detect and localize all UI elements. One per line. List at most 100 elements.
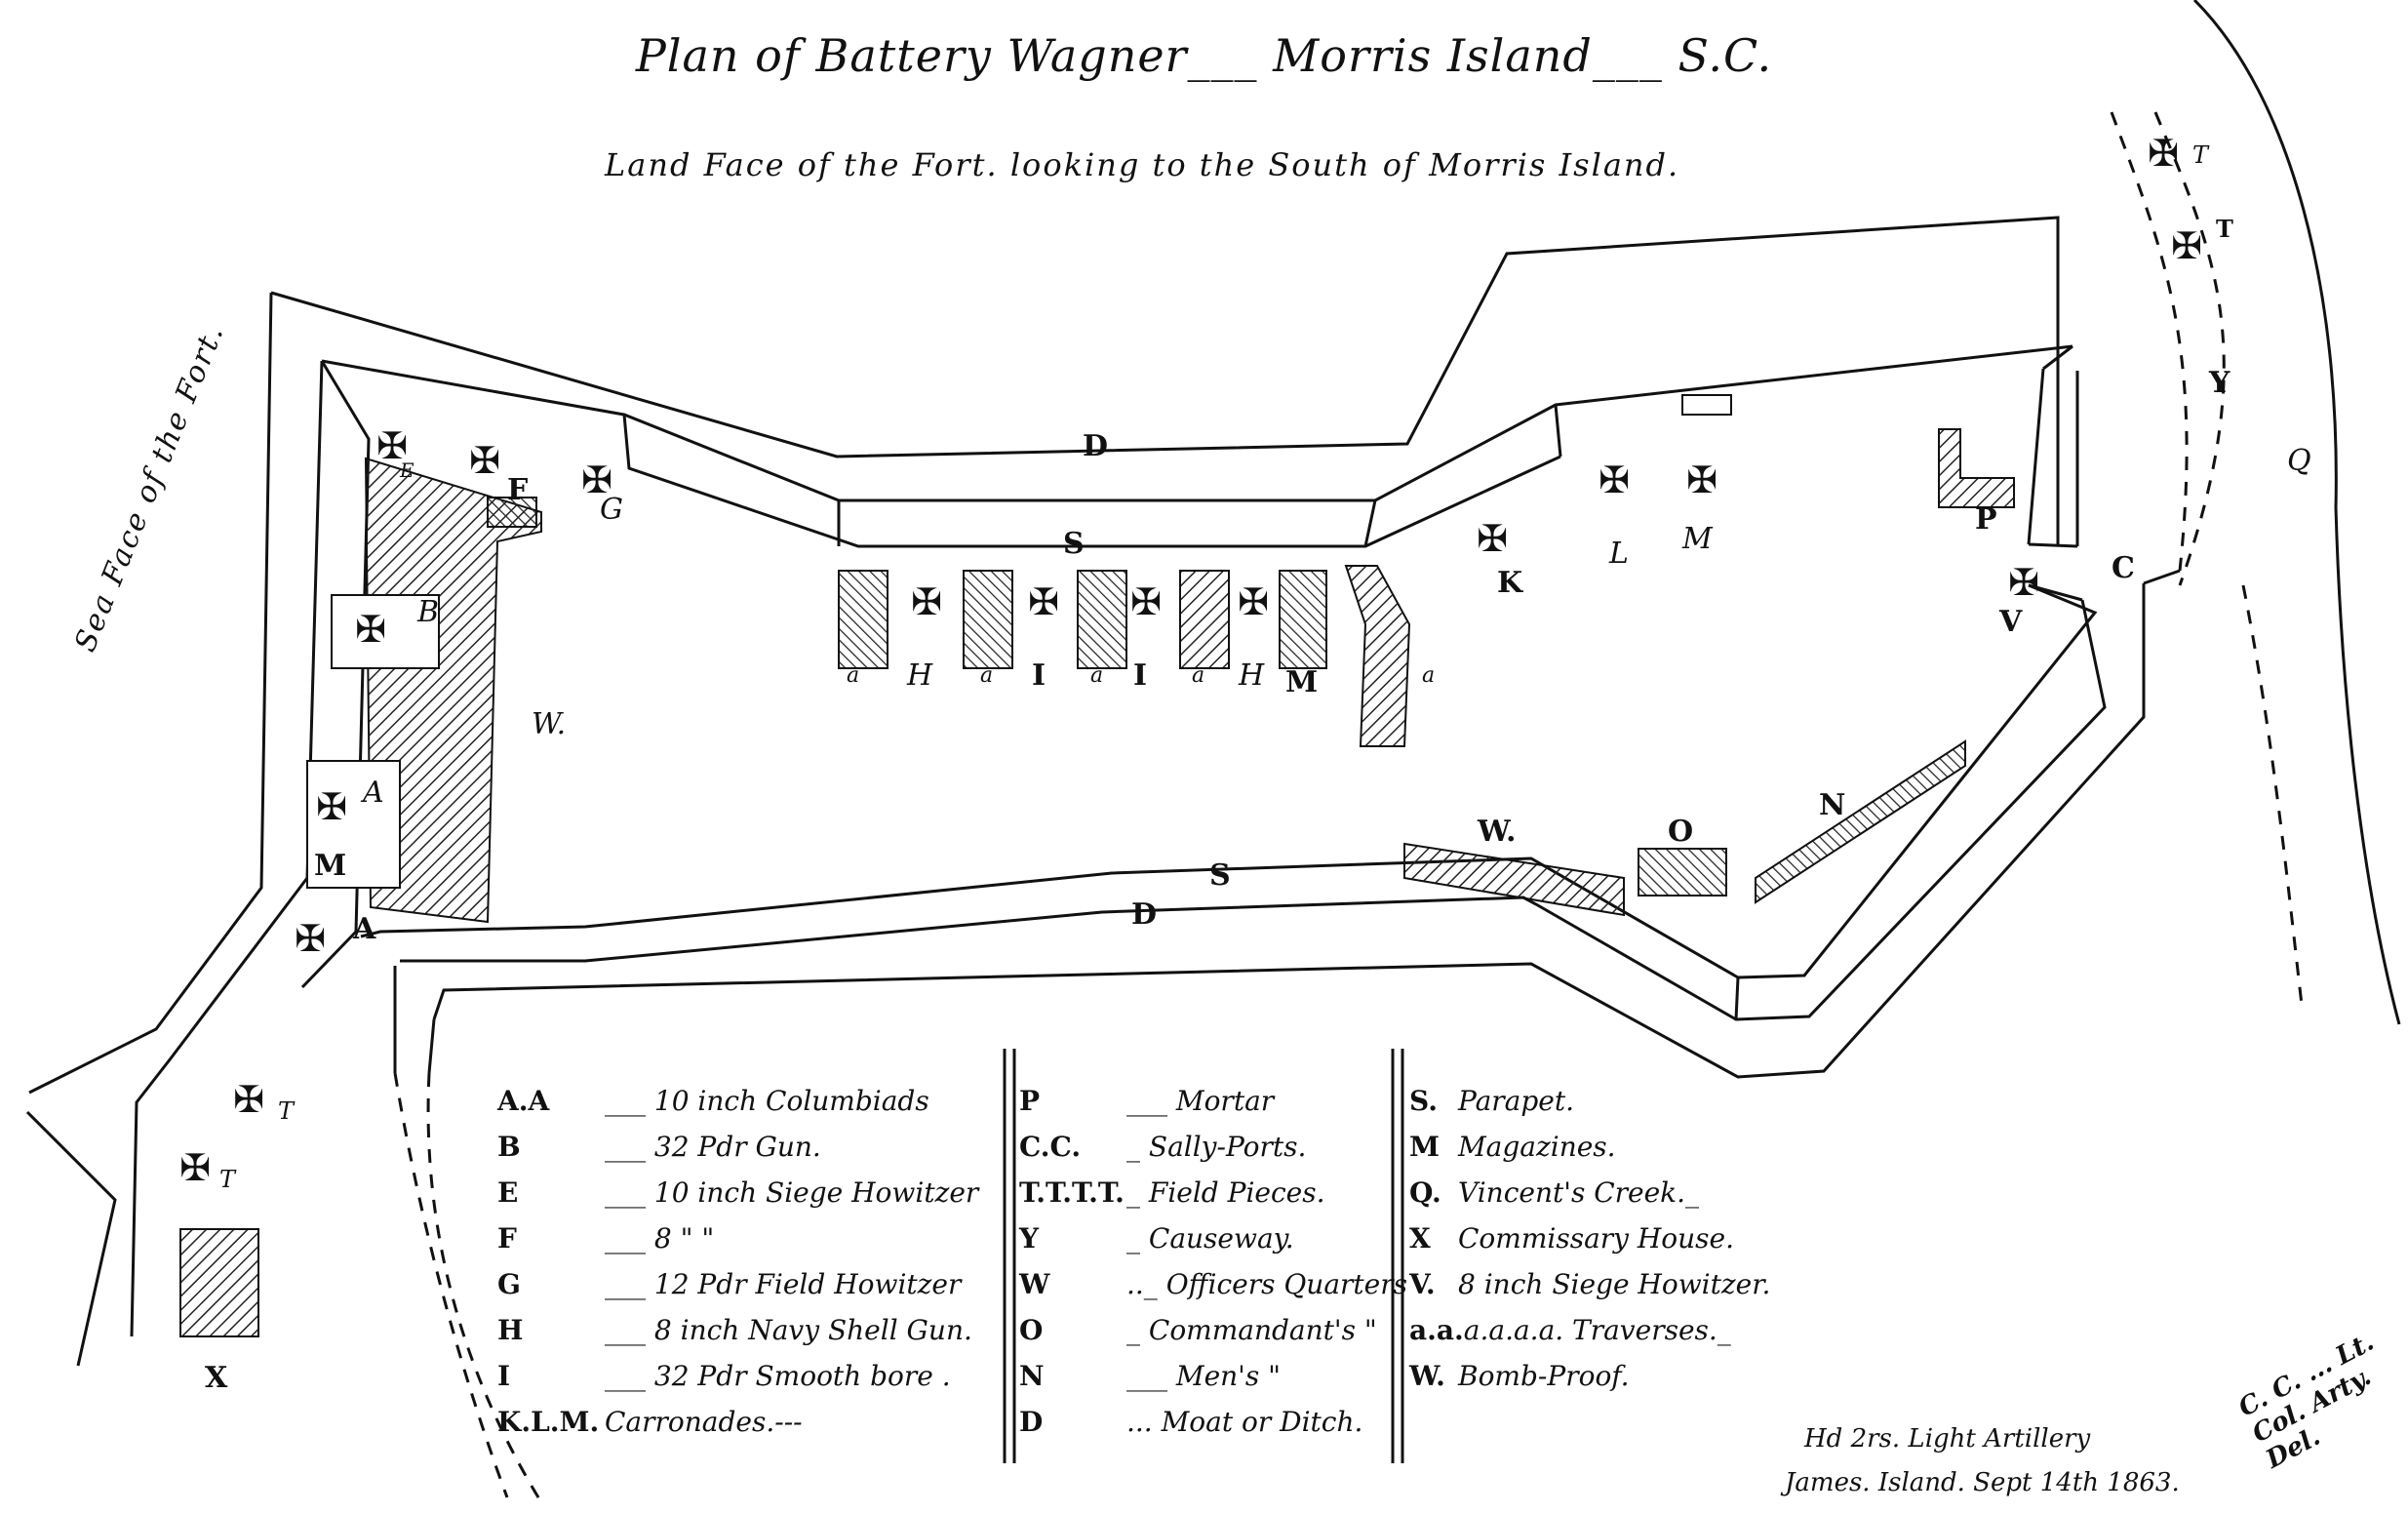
legend-key: E — [497, 1176, 519, 1209]
label-carronade-m: M — [1682, 522, 1713, 556]
legend-row: P ___ Mortar — [1019, 1078, 1407, 1124]
svg-text:✠: ✠ — [1130, 580, 1162, 623]
legend-key: a.a. — [1409, 1314, 1464, 1346]
label-g: G — [600, 493, 623, 527]
legend-key: B — [497, 1131, 521, 1163]
legend-key: O — [1019, 1314, 1044, 1346]
label-row-a4: a — [1192, 663, 1205, 688]
legend-key: Y — [1019, 1222, 1039, 1255]
legend-text: _ Causeway. — [1126, 1222, 1294, 1255]
label-carronade-l: L — [1609, 537, 1629, 571]
svg-text:✠: ✠ — [179, 1146, 211, 1189]
legend-row: K.L.M.Carronades.--- — [497, 1399, 978, 1445]
legend-text: ___ 32 Pdr Smooth bore . — [605, 1360, 951, 1392]
label-row-h2: H — [1239, 658, 1265, 693]
legend-text: Bomb-Proof. — [1458, 1360, 1630, 1392]
label-a-upper: A — [363, 776, 384, 810]
legend-row: D... Moat or Ditch. — [1019, 1399, 1407, 1445]
legend-text: Magazines. — [1458, 1131, 1616, 1163]
legend-text: ___ 8 " " — [605, 1222, 715, 1255]
svg-text:✠: ✠ — [469, 439, 500, 482]
label-a-lower: A — [353, 912, 376, 946]
svg-text:✠: ✠ — [2148, 132, 2179, 175]
svg-text:✠: ✠ — [2008, 561, 2039, 604]
legend-key: S. — [1409, 1085, 1438, 1117]
legend-text: _ Sally-Ports. — [1126, 1131, 1307, 1163]
legend-text: ___ Men's " — [1126, 1360, 1282, 1392]
legend-row: O _ Commandant's " — [1019, 1307, 1407, 1353]
map-subtitle: Land Face of the Fort. looking to the So… — [605, 146, 1680, 183]
legend-key: C.C. — [1019, 1131, 1082, 1163]
legend-text: ___ Mortar — [1126, 1085, 1275, 1117]
svg-text:✠: ✠ — [233, 1078, 264, 1121]
legend-text: _ Field Pieces. — [1126, 1176, 1325, 1209]
legend-text: 8 inch Siege Howitzer. — [1458, 1268, 1771, 1300]
legend-key: W. — [1409, 1360, 1445, 1392]
label-row-h1: H — [907, 658, 933, 693]
svg-text:✠: ✠ — [1238, 580, 1269, 623]
svg-text:✠: ✠ — [355, 608, 386, 651]
label-t3: T — [278, 1097, 295, 1125]
svg-text:✠: ✠ — [1477, 517, 1508, 560]
legend-text: ___ 8 inch Navy Shell Gun. — [605, 1314, 972, 1346]
label-parapet-bottom: S — [1209, 858, 1231, 893]
moat-outer-line — [25, 216, 2146, 1367]
label-officers-quarters: W. — [1478, 815, 1517, 849]
legend-row: G___ 12 Pdr Field Howitzer — [497, 1261, 978, 1307]
svg-text:✠: ✠ — [316, 785, 347, 828]
vincents-creek-bank — [2192, 0, 2401, 1025]
legend-text: Carronades.--- — [605, 1406, 803, 1438]
legend-row: H___ 8 inch Navy Shell Gun. — [497, 1307, 978, 1353]
label-magazine-left: M — [314, 849, 347, 883]
svg-text:✠: ✠ — [295, 917, 326, 960]
label-t4: T — [219, 1166, 236, 1193]
label-parapet-top: S — [1063, 527, 1085, 561]
gun-symbols: ✠✠✠ ✠✠✠ ✠✠✠✠ ✠✠✠ ✠✠✠ ✠✠ — [179, 132, 2202, 1189]
legend-key: V. — [1409, 1268, 1436, 1300]
legend-row: N___ Men's " — [1019, 1353, 1407, 1399]
svg-text:✠: ✠ — [376, 424, 408, 467]
label-causeway: Y — [2209, 366, 2230, 400]
legend-row: W. Bomb-Proof. — [1409, 1353, 1770, 1399]
legend-text: Vincent's Creek._ — [1458, 1176, 1700, 1209]
legend-key: T.T.T.T. — [1019, 1176, 1125, 1209]
legend-row: a.a.a.a.a.a. Traverses._ — [1409, 1307, 1770, 1353]
credit-date: James. Island. Sept 14th 1863. — [1785, 1468, 2180, 1497]
legend-text: _ Commandant's " — [1126, 1314, 1377, 1346]
legend-column-2: P___ Mortar C.C._ Sally-Ports. T.T.T.T._… — [1019, 1078, 1407, 1445]
legend-text: ___ 12 Pdr Field Howitzer — [605, 1268, 962, 1300]
label-row-i2: I — [1133, 658, 1148, 693]
legend-column-1: A.A___ 10 inch Columbiads B___ 32 Pdr Gu… — [497, 1078, 978, 1445]
legend-key: P — [1019, 1085, 1041, 1117]
legend-text: Commissary House. — [1458, 1222, 1735, 1255]
label-mortar: P — [1975, 502, 1997, 537]
credit-headquarters: Hd 2rs. Light Artillery — [1804, 1424, 2091, 1454]
label-carronade-k: K — [1497, 566, 1523, 600]
label-sally-port: C — [2112, 551, 2135, 585]
legend-row: Y _ Causeway. — [1019, 1215, 1407, 1261]
label-commissary: X — [205, 1361, 228, 1395]
map-title: Plan of Battery Wagner___ Morris Island_… — [635, 29, 1773, 82]
label-bomb-proof: W. — [532, 707, 567, 741]
label-row-i1: I — [1032, 658, 1046, 693]
label-e: E — [400, 458, 414, 482]
legend-text: ___ 10 inch Columbiads — [605, 1085, 929, 1117]
svg-text:✠: ✠ — [581, 458, 612, 501]
label-f: F — [507, 473, 529, 507]
label-b: B — [417, 595, 440, 629]
label-mens: N — [1819, 788, 1846, 822]
label-row-a1: a — [847, 663, 860, 688]
bomb-proof-structure — [306, 457, 542, 924]
legend-text: ... Moat or Ditch. — [1126, 1406, 1363, 1438]
label-moat-bottom: D — [1131, 897, 1158, 932]
legend-row: C.C. _ Sally-Ports. — [1019, 1124, 1407, 1170]
legend-text: a.a.a.a. Traverses._ — [1463, 1314, 1731, 1346]
legend-row: Q.Vincent's Creek._ — [1409, 1170, 1770, 1215]
traverses-row — [838, 565, 1411, 747]
legend-key: W — [1019, 1268, 1050, 1300]
label-row-magazine: M — [1285, 665, 1319, 699]
